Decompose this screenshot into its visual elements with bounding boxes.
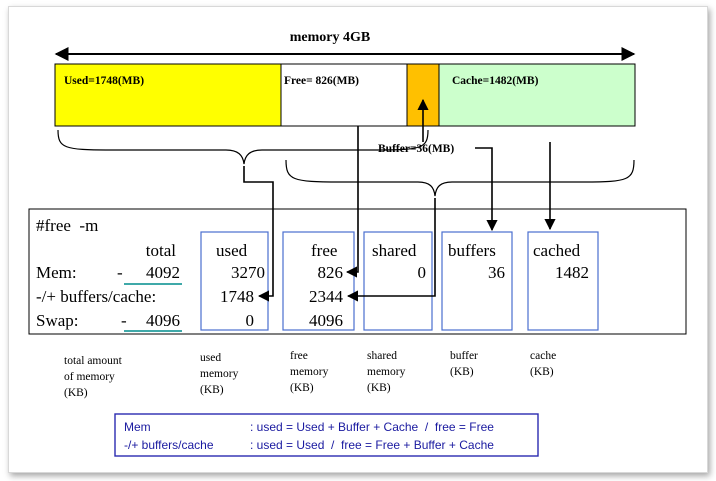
shared-column-box <box>363 231 433 331</box>
note-shared-line2: memory <box>367 366 406 378</box>
note-buffer-line2: (KB) <box>450 366 474 378</box>
header-shared: shared <box>372 241 417 260</box>
mem-free: 826 <box>318 263 344 282</box>
legend-mem-formula: : used = Used + Buffer + Cache / free = … <box>250 420 494 434</box>
buffers-cache-free: 2344 <box>309 287 344 306</box>
note-shared-line1: shared <box>367 350 397 362</box>
note-shared-line3: (KB) <box>367 382 391 394</box>
swap-label: Swap: <box>36 311 79 330</box>
free-segment-label: Free= 826(MB) <box>284 75 359 87</box>
note-total-line2: of memory <box>64 371 115 383</box>
buffers-column-box <box>441 231 513 331</box>
header-cached: cached <box>533 241 581 260</box>
buffers-cache-label: -/+ buffers/cache: <box>36 287 156 306</box>
note-cache-line1: cache <box>530 350 556 362</box>
swap-dash: - <box>121 311 127 330</box>
mem-dash: - <box>117 263 123 282</box>
header-total: total <box>146 241 176 260</box>
note-used-line3: (KB) <box>200 384 224 396</box>
swap-total: 4096 <box>146 311 180 330</box>
used-brace <box>57 129 429 165</box>
legend-buffers-cache-label: -/+ buffers/cache <box>124 438 214 452</box>
header-free: free <box>311 241 337 260</box>
diagram-title: memory 4GB <box>290 30 370 45</box>
note-total-line3: (KB) <box>64 387 88 399</box>
cached-column-box <box>527 231 599 331</box>
mem-total: 4092 <box>146 263 180 282</box>
command-text: #free -m <box>36 216 98 235</box>
header-buffers: buffers <box>448 241 496 260</box>
formula-legend-box <box>114 413 539 457</box>
mem-shared: 0 <box>418 263 427 282</box>
mem-used: 3270 <box>231 263 265 282</box>
free-column-box <box>282 231 355 331</box>
swap-used: 0 <box>246 311 255 330</box>
used-column-box <box>200 231 269 331</box>
swap-free: 4096 <box>309 311 343 330</box>
cache-segment <box>438 63 636 127</box>
cache-segment-label: Cache=1482(MB) <box>452 75 539 87</box>
buffer-to-buffers-column-arrow <box>475 147 498 232</box>
note-free-line3: (KB) <box>290 382 314 394</box>
mem-label: Mem: <box>36 263 77 282</box>
buffers-cache-used: 1748 <box>220 287 254 306</box>
note-used-line2: memory <box>200 368 239 380</box>
brace-to-buffers-cache-free-arrow <box>346 198 436 302</box>
notes: total amount of memory (KB) used memory … <box>64 350 556 399</box>
free-to-mem-free-arrow <box>345 126 359 278</box>
legend-mem-label: Mem <box>124 420 151 434</box>
legend-buffers-cache-formula: : used = Used / free = Free + Buffer + C… <box>250 438 494 452</box>
buffer-label: Buffer=36(MB) <box>378 143 454 155</box>
note-free-line2: memory <box>290 366 329 378</box>
note-free-line1: free <box>290 350 308 362</box>
used-segment <box>54 63 282 127</box>
header-used: used <box>216 241 248 260</box>
used-segment-label: Used=1748(MB) <box>64 75 144 87</box>
free-buffer-cache-brace <box>285 159 635 197</box>
used-to-buffers-cache-arrow <box>243 166 274 302</box>
note-used-line1: used <box>200 352 221 364</box>
mem-cached: 1482 <box>555 263 589 282</box>
note-total-line1: total amount <box>64 355 123 367</box>
note-buffer-line1: buffer <box>450 350 478 362</box>
free-segment <box>280 63 408 127</box>
mem-buffers: 36 <box>488 263 505 282</box>
note-cache-line2: (KB) <box>530 366 554 378</box>
